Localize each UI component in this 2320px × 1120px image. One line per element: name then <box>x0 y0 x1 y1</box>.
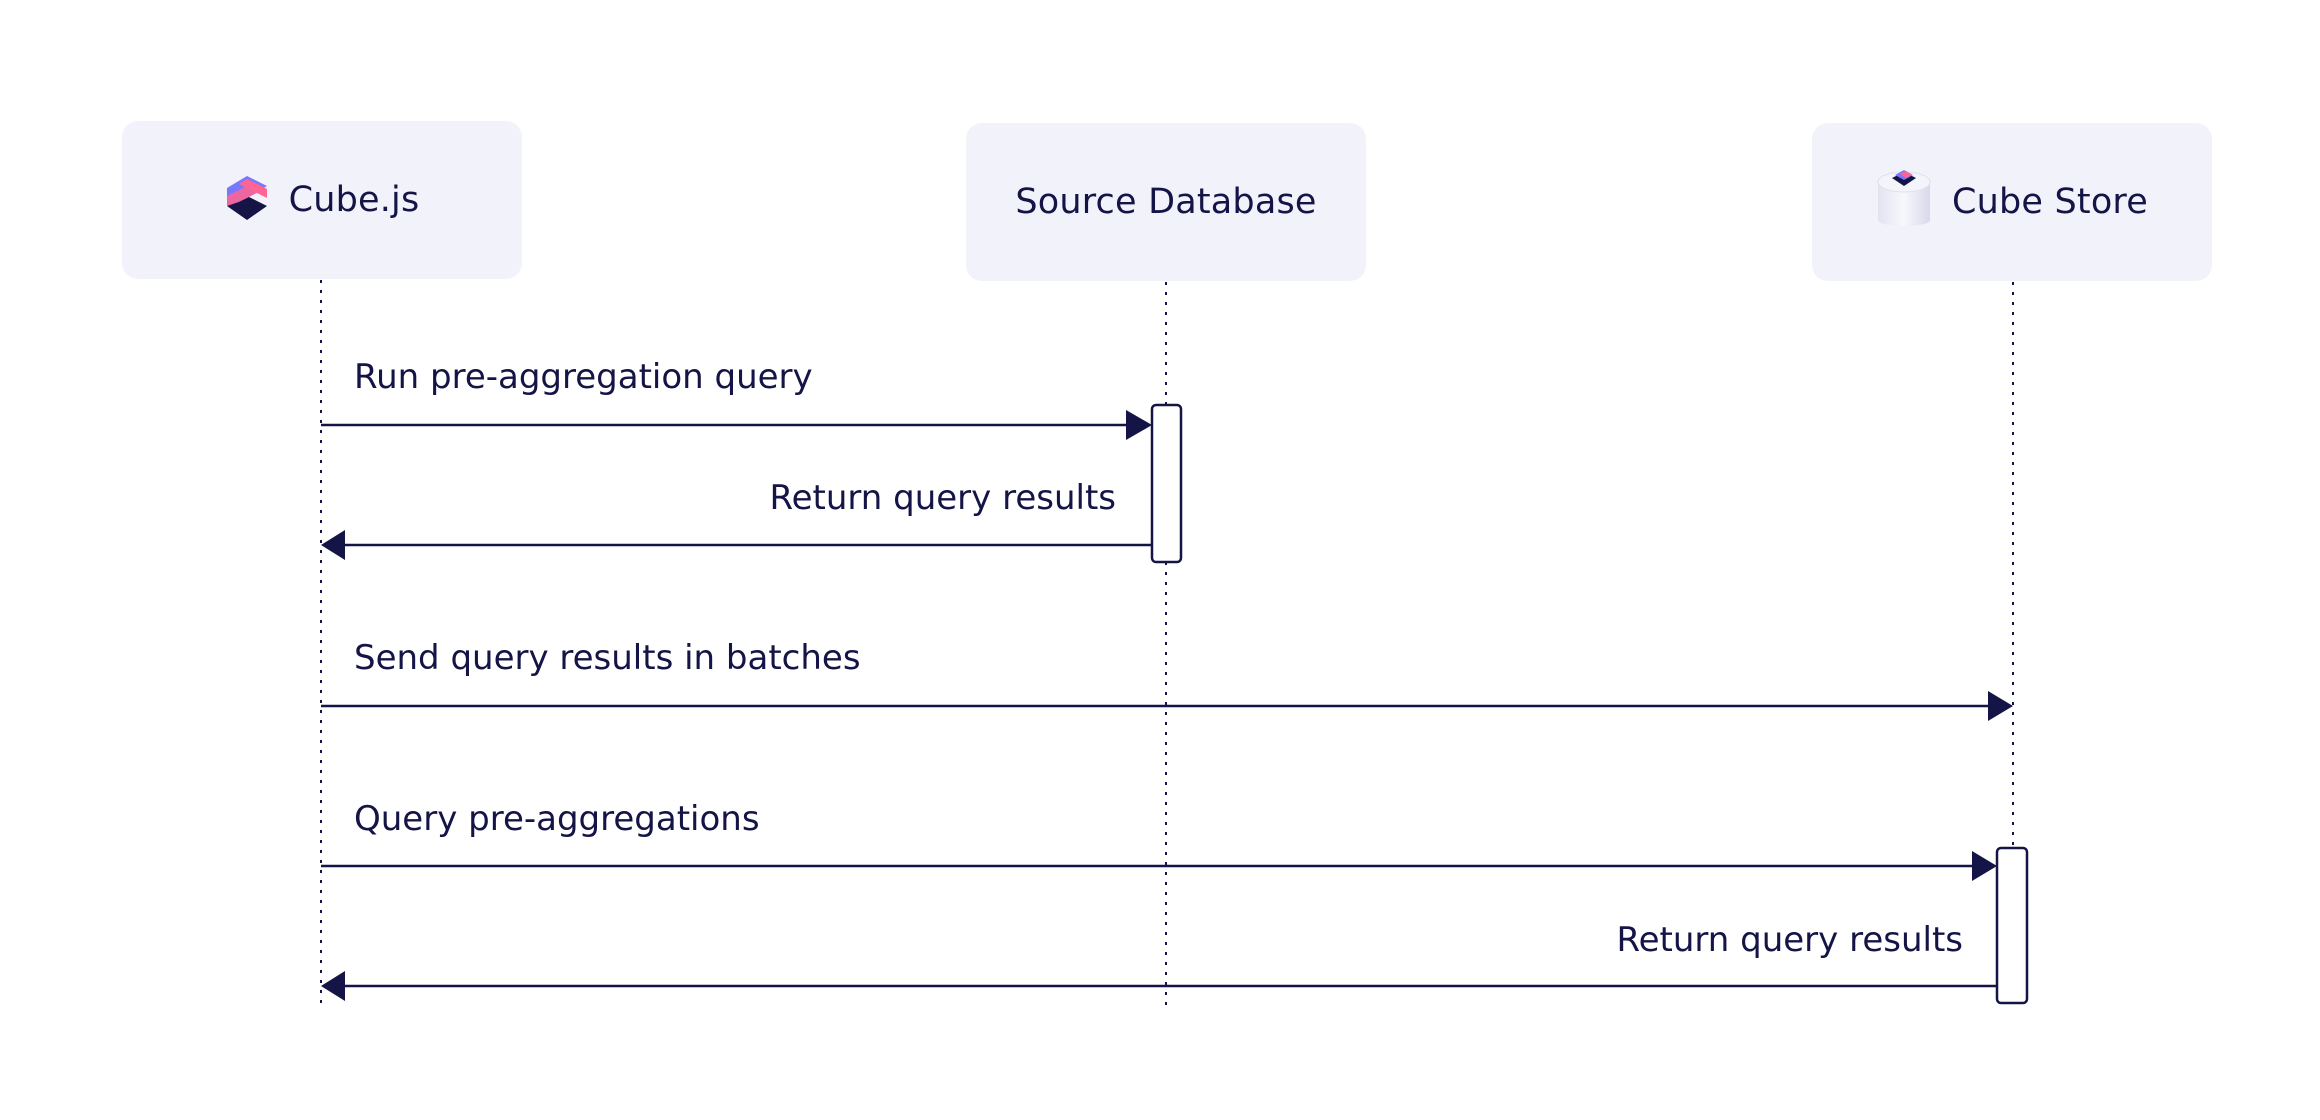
actor-label-source-database: Source Database <box>1015 182 1317 222</box>
message-arrow-4-head <box>1972 851 1997 881</box>
message-arrow-1-head <box>1126 410 1152 440</box>
message-arrow-5-head <box>321 971 345 1001</box>
actor-label-cubejs: Cube.js <box>288 180 420 220</box>
actor-label-cube-store: Cube Store <box>1951 182 2148 222</box>
activation-source-database <box>1150 403 1183 564</box>
cube-store-logo-icon <box>1876 168 1932 236</box>
activation-cube-store <box>1995 846 2029 1005</box>
message-label-3: Send query results in batches <box>354 638 861 678</box>
message-label-4: Query pre-aggregations <box>354 799 760 839</box>
message-label-2: Return query results <box>769 478 1117 518</box>
message-arrow-3-head <box>1988 691 2013 721</box>
message-arrow-2-head <box>321 530 345 560</box>
actor-cube-store: Cube Store <box>1812 123 2212 281</box>
actor-source-database: Source Database <box>966 123 1366 281</box>
message-label-5: Return query results <box>1616 920 1964 960</box>
message-label-1: Run pre-aggregation query <box>354 357 813 397</box>
cubejs-logo-icon <box>225 174 269 226</box>
actor-cubejs: Cube.js <box>122 121 522 279</box>
